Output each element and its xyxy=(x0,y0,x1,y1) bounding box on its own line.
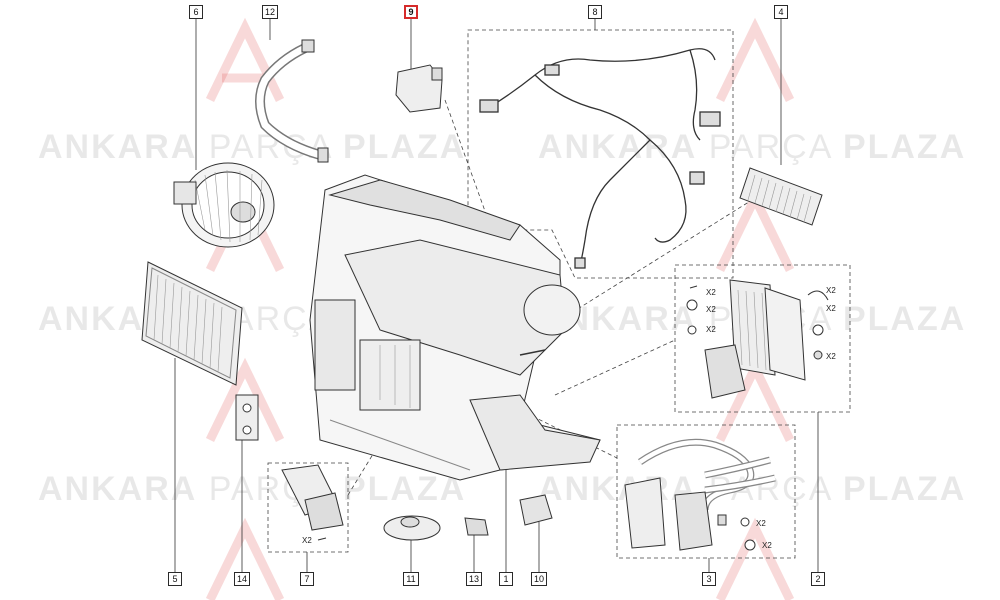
sensor-part-13 xyxy=(464,517,489,536)
qty-label: X2 xyxy=(826,304,836,313)
actuator-group-part-7 xyxy=(281,464,344,541)
hose-part-12 xyxy=(255,39,329,163)
qty-label: X2 xyxy=(706,325,716,334)
hvac-housing-part-1 xyxy=(309,174,601,481)
callout-11[interactable]: 11 xyxy=(403,572,419,586)
qty-label: X2 xyxy=(706,288,716,297)
qty-label: X2 xyxy=(706,305,716,314)
qty-label: X2 xyxy=(756,519,766,528)
blower-fan-part-6 xyxy=(173,162,275,248)
callout-6[interactable]: 6 xyxy=(189,5,203,19)
callout-10[interactable]: 10 xyxy=(531,572,547,586)
callout-1[interactable]: 1 xyxy=(499,572,513,586)
callout-5[interactable]: 5 xyxy=(168,572,182,586)
pipes-group-part-3 xyxy=(624,438,776,551)
callout-12[interactable]: 12 xyxy=(262,5,278,19)
callout-9[interactable]: 9 xyxy=(404,5,418,19)
cabin-filter-part-5 xyxy=(141,261,243,386)
qty-label: X2 xyxy=(762,541,772,550)
callout-7[interactable]: 7 xyxy=(300,572,314,586)
callout-3[interactable]: 3 xyxy=(702,572,716,586)
heater-core-part-4 xyxy=(739,167,823,226)
actuator-part-9 xyxy=(395,64,443,113)
watermark-row-3b: ANKARA PARÇA PLAZA xyxy=(538,470,967,508)
wiring-harness-part-8 xyxy=(479,48,721,269)
watermark-row-1b: ANKARA PARÇA PLAZA xyxy=(538,128,967,166)
callout-2[interactable]: 2 xyxy=(811,572,825,586)
callout-8[interactable]: 8 xyxy=(588,5,602,19)
callout-14[interactable]: 14 xyxy=(234,572,250,586)
qty-label: X2 xyxy=(302,536,312,545)
module-part-10 xyxy=(519,494,553,526)
callout-4[interactable]: 4 xyxy=(774,5,788,19)
expansion-valve-part-14 xyxy=(235,394,259,441)
qty-label: X2 xyxy=(826,286,836,295)
cover-part-11 xyxy=(383,515,441,541)
evaporator-group-part-2 xyxy=(686,279,829,399)
qty-label: X2 xyxy=(826,352,836,361)
callout-13[interactable]: 13 xyxy=(466,572,482,586)
